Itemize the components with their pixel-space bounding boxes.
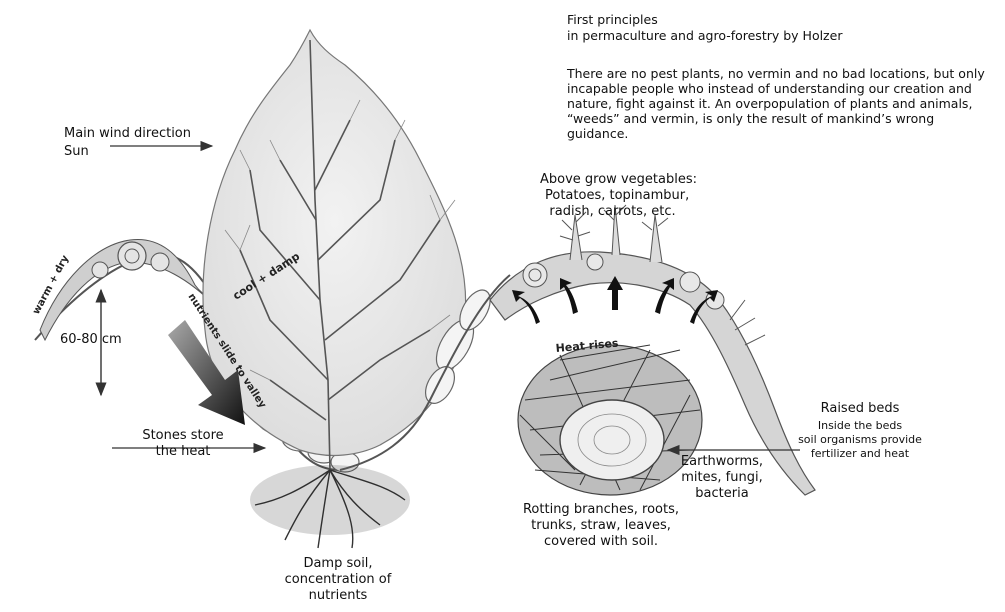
header-body: There are no pest plants, no vermin and … [567,66,987,141]
damp-soil-label-1: Damp soil, [278,556,398,572]
wind-direction-label: Main wind direction [64,126,191,142]
height-label: 60-80 cm [60,332,122,348]
raised-beds-line-1: Inside the beds [790,419,930,432]
log-cross-section [560,400,664,480]
rotting-label-3: covered with soil. [516,534,686,550]
vegetables-list-1: Potatoes, topinambur, [545,188,680,204]
earthworms-label-2: mites, fungi, [672,470,772,486]
raised-beds-line-3: fertilizer and heat [790,447,930,460]
damp-soil-label-2: concentration of [278,572,398,588]
stones-label-1: Stones store [128,428,238,444]
rotting-label-2: trunks, straw, leaves, [516,518,686,534]
header-subtitle: in permaculture and agro-forestry by Hol… [567,28,842,43]
raised-beds-title: Raised beds [790,401,930,417]
earthworms-label-1: Earthworms, [672,454,772,470]
stones-label-2: the heat [128,444,238,460]
vegetables-intro: Above grow vegetables: [540,172,697,188]
damp-soil-label-3: nutrients [278,588,398,604]
vegetables-list-2: radish, carrots, etc. [545,204,680,220]
sun-label: Sun [64,144,89,160]
raised-beds-line-2: soil organisms provide [790,433,930,446]
rotting-label-1: Rotting branches, roots, [516,502,686,518]
earthworms-label-3: bacteria [672,486,772,502]
header-title: First principles [567,12,658,27]
root-soil-shadow [250,465,410,535]
